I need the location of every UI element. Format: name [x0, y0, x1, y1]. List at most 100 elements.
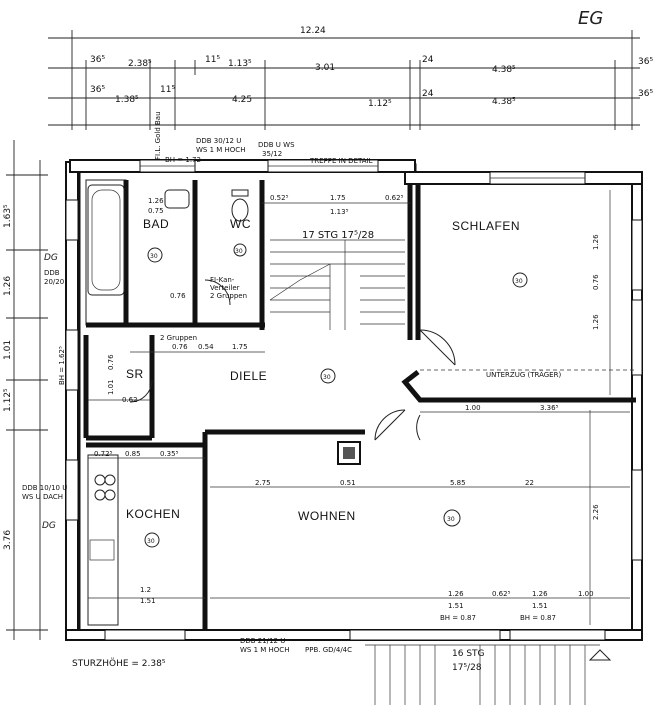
dim-diele-c: 0.62⁵ [385, 194, 404, 202]
room-diele: DIELE [230, 369, 267, 383]
dim-top1-c: 11⁵ [205, 55, 220, 65]
dim-wohnen-c: 5.85 [450, 479, 466, 487]
dim-kochen-c: 0.35⁵ [160, 450, 179, 458]
dim-diele-g: 1.75 [232, 343, 248, 351]
dim-wc-w: 0.76 [170, 292, 186, 300]
dim-sr-c: 1.01 [107, 379, 115, 395]
dim-bottom-f: 1.00 [578, 590, 594, 598]
interior-dimension-labels: 1.26 0.75 0.76 0.52⁵ 1.75 0.62⁵ 1.13⁵ 0.… [94, 194, 600, 610]
stair-lower [365, 644, 612, 705]
room-bad: BAD [143, 217, 169, 231]
dim-schlafen-e: 1.26 [592, 314, 600, 330]
interior-dimension-lines [88, 190, 630, 625]
room-markers: 30 30 30 30 30 30 [144, 243, 528, 548]
note-bh4: BH = 0.87 [520, 614, 556, 622]
dim-sr-b: 0.62 [122, 396, 138, 404]
dim-bad-w: 1.26 [148, 197, 164, 205]
dim-kochen-a: 0.72⁵ [94, 450, 113, 458]
dim-bad-w2: 0.75 [148, 207, 164, 215]
dim-bottom-b: 0.62⁵ [492, 590, 511, 598]
note-ddb-bad2: WS 1 M HOCH [196, 146, 245, 154]
note-sturzhoehe: STURZHÖHE = 2.38⁵ [72, 658, 166, 669]
dim-sr-a: 0.76 [107, 354, 115, 370]
stair-upper [269, 239, 405, 330]
marker-schlafen: 30 [515, 278, 523, 285]
note-ppb: PPB. GD/4/4C [305, 646, 352, 654]
dim-top1-h: 36⁵ [638, 57, 653, 67]
dim-schlafen-c: 1.26 [592, 234, 600, 250]
note-fi-label2: Verteiler [210, 284, 240, 292]
note-bh2: BH = 1.62⁵ [58, 346, 66, 385]
dim-top2-d: 4.25 [232, 95, 252, 105]
marker-kochen: 30 [147, 538, 155, 545]
dim-top1-b: 2.38⁵ [128, 59, 152, 69]
dim-top2-e: 1.12⁵ [368, 99, 392, 109]
note-ddb-kochen2: WS U DACH [22, 493, 63, 501]
marker-wohnen: 30 [447, 516, 455, 523]
stair-lower-ratio: 17⁵/28 [452, 663, 482, 673]
note-dg-lower: DG [42, 521, 56, 531]
marker-bad: 30 [150, 253, 158, 260]
note-gruppen: 2 Gruppen [160, 334, 197, 342]
dim-left-d: 1.12⁵ [3, 388, 13, 412]
marker-diele: 30 [323, 374, 331, 381]
dim-kochen-bottom-a: 1.2 [140, 586, 151, 594]
dim-diele-d: 1.13⁵ [330, 208, 349, 216]
dim-left-c: 1.01 [3, 340, 13, 360]
note-bh3: BH = 0.87 [440, 614, 476, 622]
annotations: UNTERZUG (TRÄGER) STURZHÖHE = 2.38⁵ DDB … [22, 111, 635, 669]
dim-wohnen-a: 2.75 [255, 479, 271, 487]
dim-left-e: 3.76 [3, 530, 13, 550]
stair-lower-count: 16 STG [452, 649, 485, 659]
dim-left-b: 1.26 [3, 276, 13, 296]
dim-schlafen-a: 1.00 [465, 404, 481, 412]
note-bh1: BH = 1.72 [165, 156, 201, 164]
floor-mark: EG [578, 8, 603, 29]
room-wohnen: WOHNEN [298, 509, 356, 523]
dim-top2-a: 36⁵ [90, 85, 105, 95]
note-fi-label: FI-Kan- [210, 276, 235, 284]
dim-top1-g: 4.38⁵ [492, 65, 516, 75]
dim-kochen-bottom-b: 1.51 [140, 597, 156, 605]
note-ddb-left: DDB [44, 269, 60, 277]
room-labels: BAD WC SR DIELE SCHLAFEN KOCHEN WOHNEN [126, 217, 520, 523]
marker-wc: 30 [235, 248, 243, 255]
dim-bottom-a: 1.26 [448, 590, 464, 598]
dim-top2-g: 4.38⁵ [492, 97, 516, 107]
note-ddb-kochen: DDB 10/10 U [22, 484, 67, 492]
dim-top1-f: 24 [422, 55, 434, 65]
note-ddb-bottom: DDB 21/12 U [240, 637, 285, 645]
dim-top1-e: 3.01 [315, 63, 335, 73]
dim-diele-b: 1.75 [330, 194, 346, 202]
dim-diele-a: 0.52⁵ [270, 194, 289, 202]
note-ddb-left2: 20/20 [44, 278, 64, 286]
overall-width-label: 12.24 [300, 26, 326, 36]
note-unterzug: UNTERZUG (TRÄGER) [486, 370, 561, 379]
dim-top2-c: 11⁵ [160, 85, 175, 95]
dim-top2-f: 24 [422, 89, 434, 99]
room-kochen: KOCHEN [126, 507, 180, 521]
dim-wohnen-b: 0.51 [340, 479, 356, 487]
dim-kochen-b: 0.85 [125, 450, 141, 458]
dim-top2-h: 36⁵ [638, 89, 653, 99]
stair-upper-label: 17 STG 17⁵/28 [302, 230, 374, 241]
dim-diele-f: 0.54 [198, 343, 214, 351]
note-ddb-bad: DDB 30/12 U [196, 137, 241, 145]
dim-left-a: 1.63⁵ [3, 204, 13, 228]
note-ddb-wc: DDB U WS [258, 141, 295, 149]
note-fi-label3: 2 Gruppen [210, 292, 247, 300]
dim-diele-e: 0.76 [172, 343, 188, 351]
note-dg-upper: DG [44, 253, 58, 263]
door-swings [129, 279, 456, 441]
treppe-note: TREPPE IN DETAIL [309, 157, 373, 165]
dim-bottom-e: 1.51 [532, 602, 548, 610]
dim-wohnen-d: 22 [525, 479, 534, 487]
dim-schlafen-b: 3.36⁵ [540, 404, 559, 412]
dim-schlafen-d: 0.76 [592, 274, 600, 290]
dim-top1-a: 36⁵ [90, 55, 105, 65]
note-fi-top: FI.L. Gold Bau [154, 111, 162, 160]
dim-schlafen-f: 2.26 [592, 504, 600, 520]
outer-walls [65, 159, 643, 641]
room-schlafen: SCHLAFEN [452, 219, 520, 233]
